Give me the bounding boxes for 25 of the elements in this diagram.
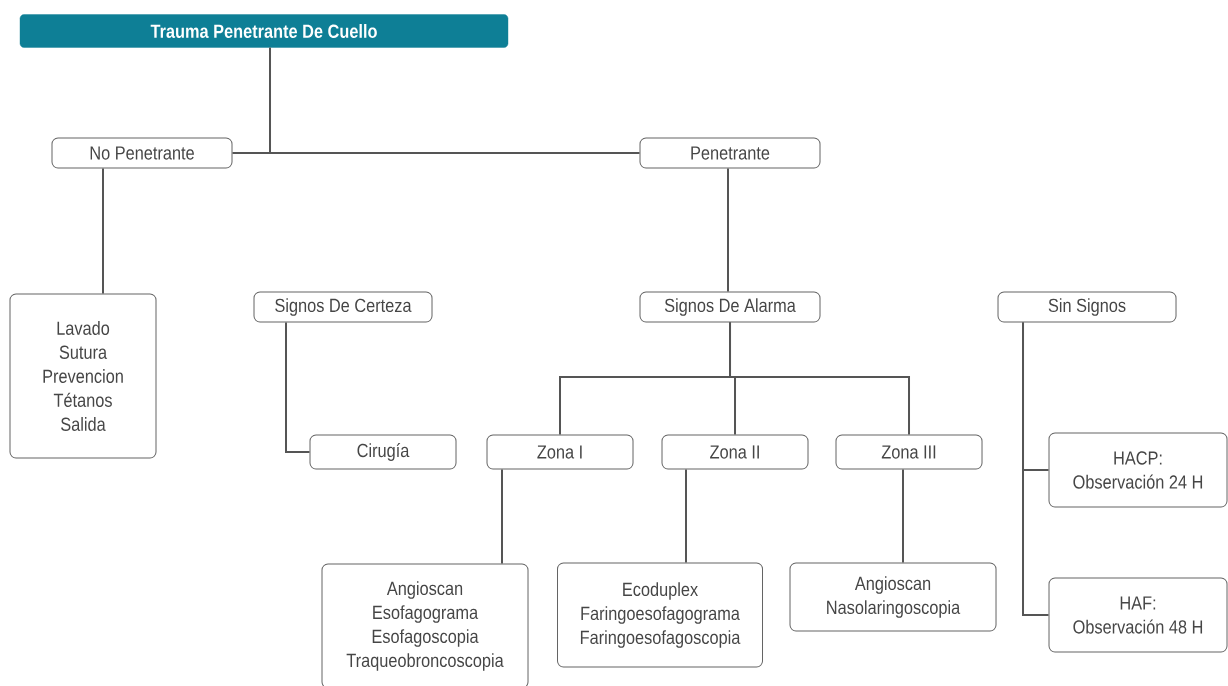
connector-line — [501, 468, 503, 565]
connector-line — [685, 468, 687, 564]
process-box: Angioscan Nasolaringoscopia — [789, 562, 997, 632]
process-box: Angioscan Esofagograma Esofagoscopia Traqueobroncoscopia — [321, 563, 529, 686]
connector-line — [902, 468, 904, 564]
title-banner: Trauma Penetrante De Cuello — [19, 14, 509, 48]
process-box: Penetrante — [639, 137, 821, 169]
process-box: Zona I — [486, 434, 634, 470]
connector-line — [1022, 321, 1050, 616]
process-box: Signos De Certeza — [253, 291, 433, 323]
connector-line — [102, 167, 104, 295]
connector-line — [729, 321, 910, 436]
process-box: No Penetrante — [51, 137, 233, 169]
connector-line — [727, 167, 729, 293]
process-box: Zona III — [835, 434, 983, 470]
process-box: Cirugía — [309, 434, 457, 470]
process-box: Zona II — [661, 434, 809, 470]
process-box: HACP: Observación 24 H — [1048, 432, 1228, 508]
process-box: Sin Signos — [997, 291, 1177, 323]
process-box: Lavado Sutura Prevencion Tétanos Salida — [9, 293, 157, 459]
process-box: Signos De Alarma — [639, 291, 821, 323]
process-box: Ecoduplex Faringoesofagograma Faringoesofagoscopia — [557, 562, 763, 668]
connector-line — [269, 46, 641, 154]
process-box: HAF: Observación 48 H — [1048, 577, 1228, 653]
connector-line — [285, 321, 311, 453]
